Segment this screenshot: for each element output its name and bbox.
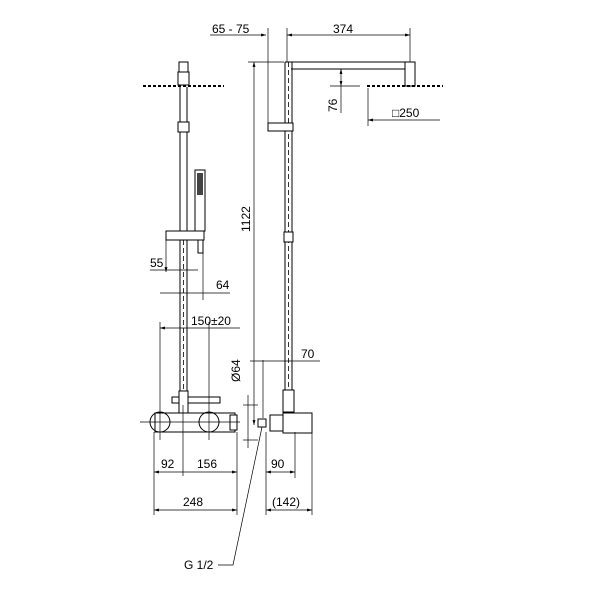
dim-bar-offset: 70 bbox=[301, 347, 315, 361]
dim-hand-shower-offset: 64 bbox=[216, 278, 230, 292]
side-slider bbox=[267, 122, 294, 132]
dim-left-body: 92 bbox=[161, 457, 175, 471]
dim-mixer-depth: 90 bbox=[271, 457, 285, 471]
dimension-lines bbox=[150, 28, 440, 566]
head-connector bbox=[178, 61, 189, 73]
mixer-knob bbox=[229, 414, 238, 431]
dim-head-drop: 76 bbox=[326, 98, 340, 112]
dim-arm-length: 374 bbox=[333, 22, 353, 36]
wall-flange bbox=[269, 414, 284, 432]
side-view bbox=[257, 61, 443, 434]
side-sleeve bbox=[283, 231, 294, 243]
dim-connection: G 1/2 bbox=[184, 558, 214, 572]
side-head-connector bbox=[404, 61, 416, 87]
dim-wall-distance: 65 - 75 bbox=[212, 22, 250, 36]
holder-lever bbox=[197, 239, 204, 254]
dim-holder-offset: 55 bbox=[150, 256, 164, 270]
dim-inlet-spacing: 150±20 bbox=[191, 314, 231, 328]
diverter-handle bbox=[171, 396, 221, 404]
pipe-sleeve bbox=[177, 121, 190, 133]
dim-total-depth: (142) bbox=[272, 495, 300, 509]
dim-mixer-width: 248 bbox=[183, 495, 203, 509]
riser-connection bbox=[178, 390, 189, 414]
dim-right-body: 156 bbox=[197, 457, 217, 471]
wall-connection bbox=[257, 418, 267, 428]
hand-shower-nozzles bbox=[197, 173, 203, 195]
dim-flange-diameter: Ø64 bbox=[229, 359, 243, 382]
front-view bbox=[140, 61, 240, 433]
dim-head-size: □250 bbox=[392, 106, 420, 120]
side-elbow bbox=[282, 389, 295, 413]
dim-total-height: 1122 bbox=[239, 206, 253, 232]
side-mixer-body bbox=[282, 412, 313, 434]
hand-shower-holder bbox=[165, 230, 205, 241]
dimension-labels: 65 - 75 374 76 □250 1122 55 64 150±20 Ø6… bbox=[150, 22, 420, 572]
